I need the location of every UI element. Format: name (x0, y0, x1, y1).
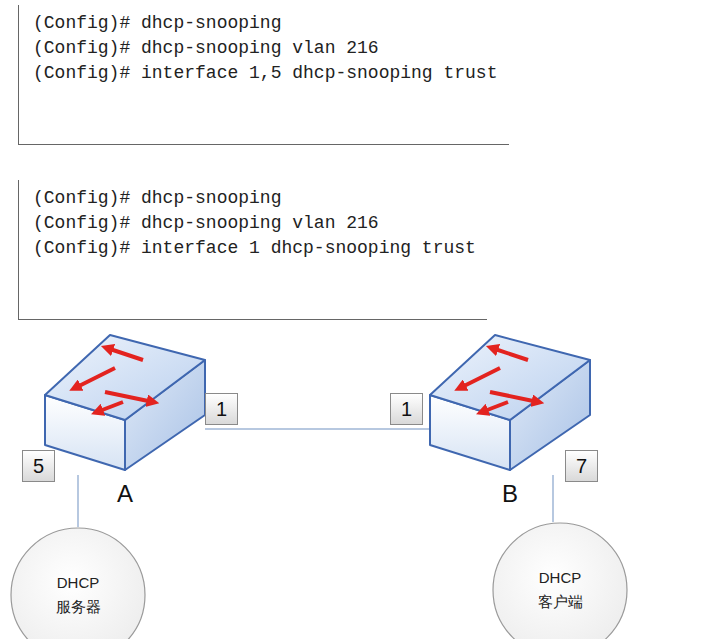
port-number: 1 (205, 393, 238, 425)
device-label: A (105, 480, 145, 508)
port-label: 1 (401, 398, 412, 421)
command-line: (Config)# dhcp-snooping vlan 216 (33, 211, 477, 236)
device-label: B (490, 480, 530, 508)
switch-top (45, 335, 205, 420)
port-label: 5 (33, 455, 44, 478)
traffic-arrow (107, 348, 143, 360)
host-label: DHCP 客户端 (529, 566, 591, 614)
port-number: 1 (390, 393, 423, 425)
command-line: (Config)# interface 1,5 dhcp-snooping tr… (33, 61, 499, 86)
server-circle: DHCP 服务器 (10, 527, 146, 639)
config-block: (Config)# dhcp-snooping(Config)# dhcp-sn… (18, 180, 487, 320)
command-line: (Config)# dhcp-snooping vlan 216 (33, 36, 499, 61)
port-label: 1 (216, 398, 227, 421)
traffic-arrow (460, 368, 500, 388)
link-line (77, 475, 79, 527)
client-circle: DHCP 客户端 (492, 522, 628, 639)
host-circle (11, 528, 145, 639)
traffic-arrow (490, 392, 538, 402)
port-number: 7 (565, 450, 598, 482)
traffic-arrow (482, 402, 508, 412)
traffic-arrow (97, 402, 123, 412)
switch-device: A (45, 330, 205, 475)
command-line: (Config)# interface 1 dhcp-snooping trus… (33, 236, 477, 261)
host-circle (493, 523, 627, 639)
config-block: (Config)# dhcp-snooping(Config)# dhcp-sn… (18, 5, 509, 145)
link-line (205, 428, 430, 430)
port-number: 5 (22, 450, 55, 482)
command-line: (Config)# dhcp-snooping (33, 186, 477, 211)
traffic-arrow (492, 348, 528, 360)
port-label: 7 (576, 455, 587, 478)
traffic-arrow (75, 368, 115, 388)
switch-body (45, 330, 205, 475)
traffic-arrow (105, 392, 153, 402)
host-label: DHCP 服务器 (47, 571, 109, 619)
switch-top (430, 335, 590, 420)
link-line (552, 475, 554, 522)
command-line: (Config)# dhcp-snooping (33, 11, 499, 36)
